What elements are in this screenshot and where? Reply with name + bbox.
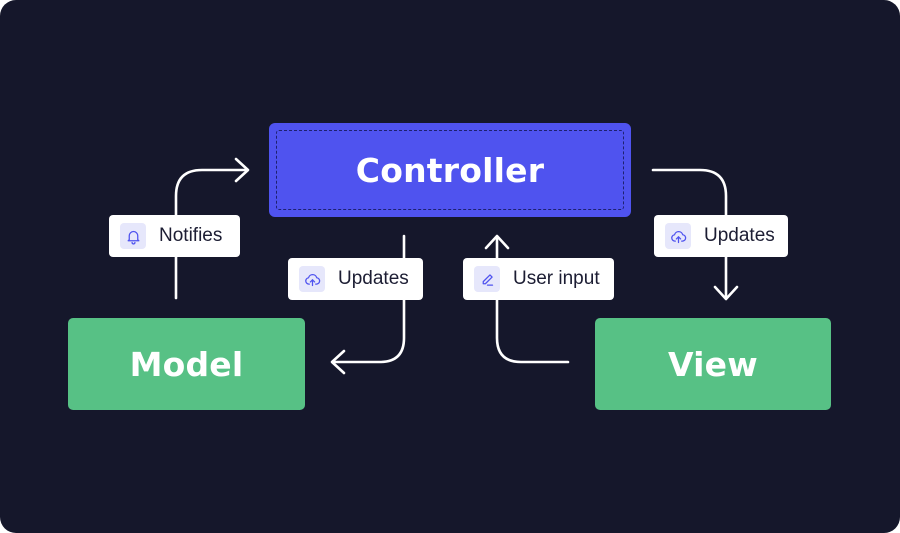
view-node: View (595, 318, 831, 410)
updates-model-text: Updates (338, 268, 409, 289)
cloud-upload-icon (665, 223, 691, 249)
pencil-icon (474, 266, 500, 292)
cloud-upload-icon (299, 266, 325, 292)
model-node: Model (68, 318, 305, 410)
updates-view-text: Updates (704, 225, 775, 246)
bell-icon (120, 223, 146, 249)
controller-label: Controller (355, 150, 545, 190)
arrow-model-to-controller (174, 157, 250, 300)
model-label: Model (129, 344, 244, 384)
view-label: View (668, 344, 758, 384)
edge-label-notifies: Notifies (109, 215, 240, 257)
arrow-controller-to-model (330, 234, 406, 375)
edge-label-user-input: User input (463, 258, 614, 300)
arrow-controller-to-view (651, 168, 739, 301)
edge-label-updates-view: Updates (654, 215, 788, 257)
notifies-text: Notifies (159, 225, 223, 246)
edge-label-updates-model: Updates (288, 258, 423, 300)
controller-node: Controller (269, 123, 631, 217)
arrow-view-to-controller (484, 234, 570, 364)
user-input-text: User input (513, 268, 600, 289)
